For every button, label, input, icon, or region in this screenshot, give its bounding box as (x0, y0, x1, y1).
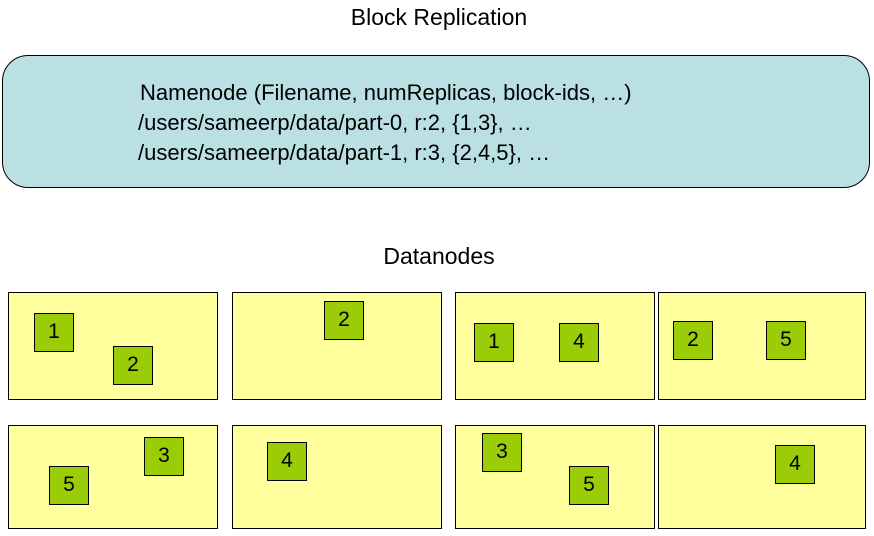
datanode-r2c2: 4 (232, 425, 442, 529)
block-square: 5 (766, 321, 806, 360)
block-square: 3 (482, 433, 522, 472)
namenode-panel: Namenode (Filename, numReplicas, block-i… (2, 55, 870, 188)
datanodes-section-label: Datanodes (383, 243, 495, 269)
namenode-metadata-text: Namenode (Filename, numReplicas, block-i… (138, 78, 632, 168)
block-square: 4 (559, 323, 599, 362)
namenode-entry-part-0: /users/sameerp/data/part-0, r:2, {1,3}, … (138, 110, 532, 135)
datanode-r2c4: 4 (658, 425, 866, 529)
block-square: 1 (34, 313, 74, 352)
block-square: 5 (569, 466, 609, 505)
block-square: 2 (324, 301, 364, 340)
block-square: 4 (775, 445, 815, 484)
block-square: 2 (113, 346, 153, 385)
block-square: 3 (144, 437, 184, 476)
block-square: 1 (474, 323, 514, 362)
namenode-entry-part-1: /users/sameerp/data/part-1, r:3, {2,4,5}… (138, 140, 551, 165)
block-square: 2 (673, 321, 713, 360)
page-title: Block Replication (350, 4, 528, 30)
namenode-schema-line: Namenode (Filename, numReplicas, block-i… (140, 80, 632, 105)
datanode-r1c2: 2 (232, 292, 442, 400)
block-square: 5 (49, 466, 89, 505)
block-square: 4 (267, 442, 307, 481)
